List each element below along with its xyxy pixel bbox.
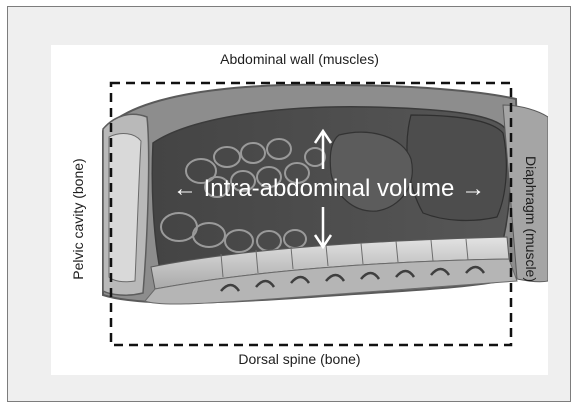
dorsal-spine-label: Dorsal spine (bone)	[51, 351, 548, 367]
abdominal-section-illustration	[51, 45, 548, 375]
abdominal-wall-label: Abdominal wall (muscles)	[51, 51, 548, 67]
diaphragm-label: Diaphragm (muscle)	[523, 139, 539, 299]
left-arrow-glyph: ←	[173, 175, 197, 202]
right-arrow-glyph: →	[461, 175, 485, 202]
liver-organ	[407, 115, 506, 220]
figure-frame: ← Intra-abdominal volume → Abdominal wal…	[7, 6, 571, 402]
pelvic-cavity-label: Pelvic cavity (bone)	[70, 149, 86, 289]
figure-panel: ← Intra-abdominal volume → Abdominal wal…	[51, 45, 548, 375]
intra-abdominal-volume-label: ← Intra-abdominal volume →	[149, 175, 509, 203]
pelvic-bone	[109, 134, 141, 282]
